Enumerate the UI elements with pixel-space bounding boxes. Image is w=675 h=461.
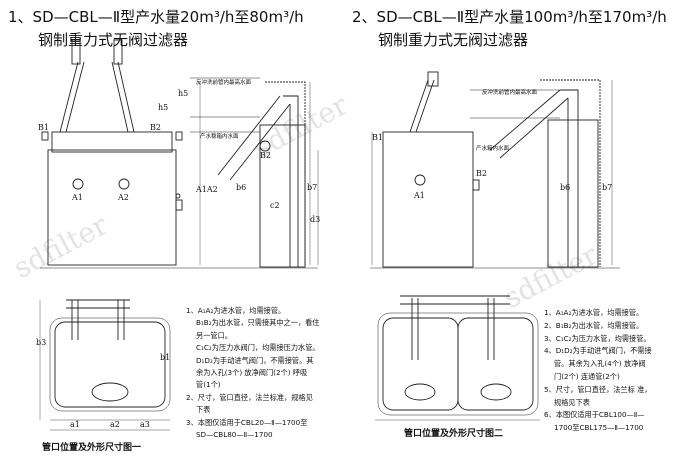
dim-b6: b6 — [236, 183, 246, 192]
dim-b3: b3 — [36, 338, 46, 347]
note: 5、尺寸，管口直径，法兰标 准， — [544, 384, 652, 394]
left-caption: 管口位置及外形尺寸图一 — [42, 443, 142, 453]
right-elevation — [370, 71, 620, 269]
note: 下表 — [196, 405, 211, 415]
note: 3、本图仅适用于CBL20—Ⅱ—1700至 — [186, 417, 308, 427]
dim-b1: b1 — [160, 353, 170, 362]
note: B₁B₂为出水管，只需接其中之一，看住 — [196, 318, 320, 328]
note: 门(2个) 连通管(2个) — [554, 371, 620, 381]
note: 管(1个) — [196, 380, 221, 390]
note: 规格见下表 — [554, 397, 590, 407]
label-b2-right: B2 — [476, 169, 487, 178]
label-a1a2: A1A2 — [195, 185, 218, 194]
label-b1-right: B1 — [372, 133, 383, 142]
note: 余为入孔(3个) 放净阀门(2个) 呼吸 — [196, 368, 308, 378]
left-subtitle: 钢制重力式无阀过滤器 — [38, 31, 189, 49]
dim-h4: h5 — [178, 89, 188, 98]
dim-h5: h5 — [158, 103, 168, 112]
note: SD—CBL80—Ⅱ—1700 — [196, 430, 273, 440]
left-title: 1、SD—CBL—Ⅱ型产水量20m³/h至80m³/h — [8, 8, 304, 26]
label-a1: A1 — [71, 193, 83, 202]
dim-b7-right: b7 — [602, 183, 612, 192]
left-notes: 1、A₁A₂为进水管，均需接管。 B₁B₂为出水管，只需接其中之一，看住 另一管… — [186, 305, 320, 441]
label-tank-water-right: 产水箱内水面 — [476, 144, 510, 152]
note: 4、D₁D₂为手动进气阀门，不需接 — [544, 346, 652, 356]
note: 另一管口。 — [196, 330, 232, 340]
dim-a1: a1 — [70, 420, 80, 429]
label-tank-water: 产水稳箱内水面 — [200, 132, 239, 140]
dim-b7: b7 — [307, 183, 317, 192]
label-a2: A2 — [117, 193, 129, 202]
right-caption: 管口位置及外形尺寸图二 — [404, 429, 504, 439]
label-top-water: 反冲洗前管内最高水面 — [196, 78, 252, 86]
note: D₁D₂为手动进气阀门，不需接管。其 — [196, 355, 314, 365]
note: 6、本图仅适用于CBL100—Ⅱ— — [544, 410, 645, 420]
right-subtitle: 钢制重力式无阀过滤器 — [378, 31, 529, 49]
dim-c2: c2 — [270, 201, 280, 210]
note: 3、C₁C₂为压力水管，均需接管。 — [544, 333, 651, 343]
right-notes: 1、A₁A₂为进水管，均需接管。 2、B₁B₂为出水管，均需接管。 3、C₁C₂… — [544, 307, 652, 435]
note: 2、尺寸，管口直径，法兰标准，规格见 — [186, 392, 313, 402]
note: C₁C₂为压力水阀门，均需接压力水管。 — [196, 343, 320, 353]
left-plan — [39, 299, 171, 431]
note: 管。其余为入孔(4个) 放净阀 — [554, 359, 646, 369]
dim-d3: d3 — [310, 215, 320, 224]
right-plan — [375, 295, 540, 421]
label-b2-tank: B2 — [260, 151, 271, 160]
label-b2: B2 — [150, 123, 161, 132]
label-top-water-right: 反冲洗前管内最高水面 — [482, 88, 538, 96]
note: 1、A₁A₂为进水管，均需接管。 — [186, 306, 286, 315]
label-a1-right: A1 — [413, 191, 425, 200]
dim-b6-right: b6 — [560, 183, 570, 192]
right-title: 2、SD—CBL—Ⅱ型产水量100m³/h至170m³/h — [352, 8, 667, 26]
left-elevation — [40, 39, 319, 269]
dim-a2: a2 — [110, 420, 120, 429]
note: 1、A₁A₂为进水管，均需接管。 — [544, 308, 644, 317]
note: 1700至CBL175—Ⅱ—1700 — [554, 423, 644, 433]
label-b1: B1 — [38, 123, 49, 132]
note: 2、B₁B₂为出水管，均需接管。 — [544, 320, 644, 330]
dim-a3: a3 — [140, 420, 150, 429]
